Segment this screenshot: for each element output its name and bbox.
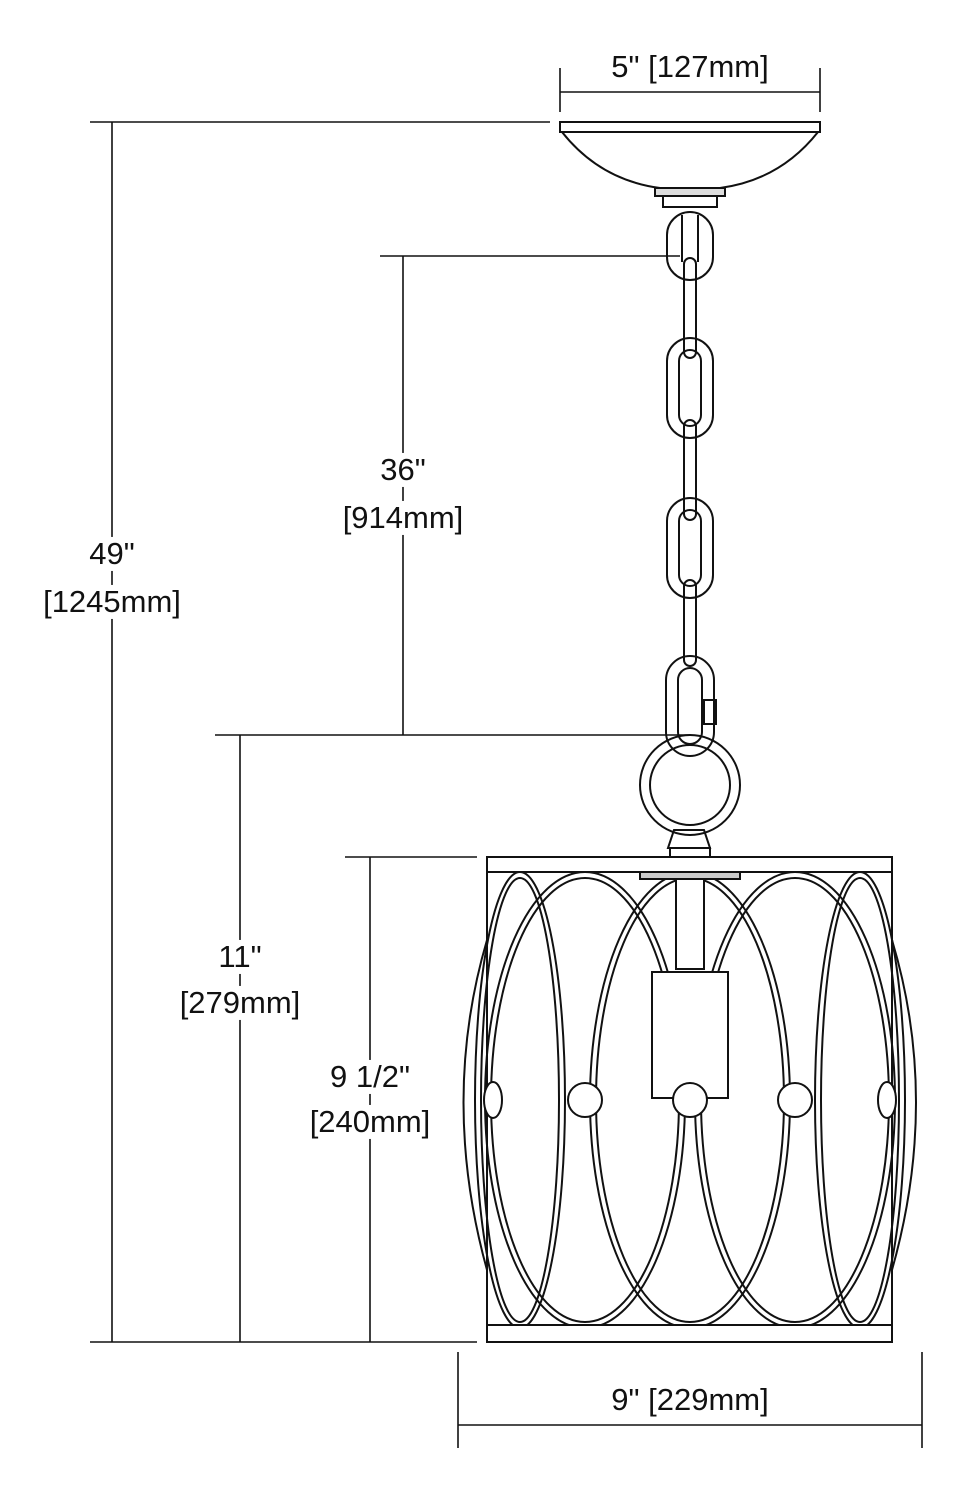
cage [462,856,917,1343]
body-height-metric: [240mm] [307,1103,433,1140]
body-height-imperial: 9 1/2" [328,1058,412,1095]
fixture-height-imperial: 11" [216,938,264,975]
overall-height-metric: [1245mm] [41,583,183,620]
canopy [559,121,821,208]
dimension-lines [90,68,923,1448]
overall-height-imperial: 49" [87,535,137,572]
chain-length-imperial: 36" [378,451,428,488]
canopy-width-label: 5" [127mm] [609,48,771,85]
body-width-label: 9" [229mm] [609,1381,771,1418]
chain [639,211,741,858]
chain-length-metric: [914mm] [340,499,466,536]
fixture-height-metric: [279mm] [177,984,303,1021]
